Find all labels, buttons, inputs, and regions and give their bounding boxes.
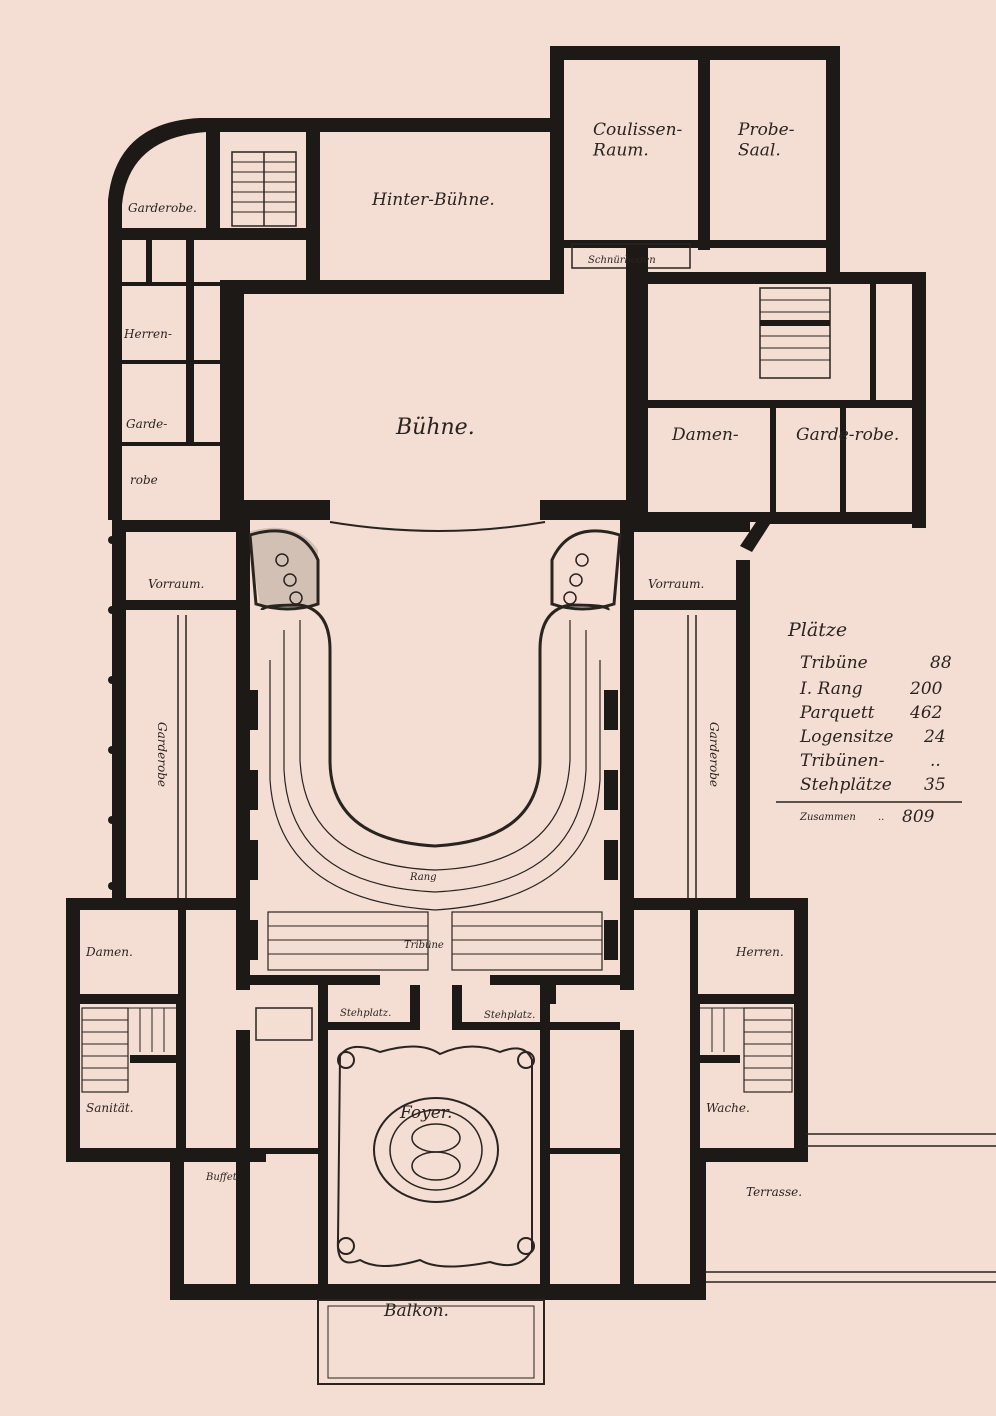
backstage-wing bbox=[550, 46, 840, 294]
legend-value-4: .. bbox=[930, 751, 941, 771]
legend-label-0: Tribüne bbox=[800, 653, 868, 673]
label-rang: Rang bbox=[409, 872, 437, 883]
legend-label-5: Stehplätze bbox=[800, 775, 892, 795]
label-robe-left: robe bbox=[130, 473, 158, 487]
stair-lower-left bbox=[81, 1007, 176, 1093]
legend-label-4: Tribünen- bbox=[800, 751, 885, 771]
label-garderobe-vertical-right: Garderobe bbox=[707, 722, 721, 787]
legend-label-1: I. Rang bbox=[799, 679, 863, 699]
lower-left-wing bbox=[66, 898, 266, 1162]
label-damen-bottom: Damen. bbox=[85, 945, 133, 959]
rear-left-wing bbox=[108, 118, 556, 520]
proscenium-boxes bbox=[248, 527, 622, 611]
label-vorraum-right: Vorraum. bbox=[648, 577, 704, 591]
seat-legend: Plätze Tribüne 88 I. Rang 200 Parquett 4… bbox=[776, 619, 962, 827]
stair-lower-right bbox=[700, 1007, 793, 1093]
label-schnuerboden: Schnürboden bbox=[588, 255, 656, 266]
legend-value-1: 200 bbox=[909, 679, 943, 699]
label-sanitaet: Sanität. bbox=[86, 1101, 134, 1115]
lower-right-wing bbox=[620, 898, 808, 1162]
label-hinter-buehne: Hinter-Bühne. bbox=[371, 190, 495, 210]
label-garderobe-top: Garderobe. bbox=[128, 201, 197, 215]
auditorium-shell bbox=[112, 520, 750, 990]
label-stehplatz-right: Stehplatz. bbox=[484, 1010, 535, 1021]
label-foyer: Foyer. bbox=[399, 1103, 452, 1123]
right-dressing-wing bbox=[640, 272, 926, 552]
label-herren-bottom: Herren. bbox=[735, 945, 784, 959]
standing-areas bbox=[255, 985, 620, 1041]
stage-block bbox=[220, 248, 648, 532]
label-probe-saal: Probe-Saal. bbox=[737, 120, 795, 160]
label-coulissen-raum: Coulissen-Raum. bbox=[592, 120, 683, 160]
label-garde-left: Garde- bbox=[126, 417, 167, 431]
auditorium-seating bbox=[250, 603, 620, 1004]
label-balkon: Balkon. bbox=[383, 1301, 449, 1321]
legend-value-2: 462 bbox=[909, 703, 942, 723]
label-wache: Wache. bbox=[706, 1101, 750, 1115]
stair-rear-right bbox=[759, 287, 831, 379]
legend-value-0: 88 bbox=[930, 653, 952, 673]
label-stehplatz-left: Stehplatz. bbox=[340, 1008, 391, 1019]
label-buehne: Bühne. bbox=[395, 415, 475, 440]
balcony-terrace bbox=[317, 1133, 996, 1385]
label-vorraum-left: Vorraum. bbox=[148, 577, 204, 591]
legend-label-3: Logensitze bbox=[799, 727, 893, 747]
label-tribune: Tribüne bbox=[404, 940, 444, 951]
legend-total-dots: .. bbox=[878, 812, 884, 823]
label-garderobe-vertical-left: Garderobe bbox=[155, 722, 169, 787]
legend-total-label: Zusammen bbox=[799, 812, 856, 823]
legend-value-5: 35 bbox=[924, 775, 946, 795]
legend-label-2: Parquett bbox=[799, 703, 875, 723]
stair-rear-left bbox=[231, 151, 297, 227]
legend-value-3: 24 bbox=[923, 727, 946, 747]
legend-total-value: 809 bbox=[902, 807, 935, 827]
label-buffet: Buffet. bbox=[205, 1172, 240, 1183]
label-terrasse: Terrasse. bbox=[746, 1185, 802, 1199]
label-garderobe-right: Garde-robe. bbox=[796, 425, 899, 445]
label-damen-top: Damen- bbox=[671, 425, 739, 445]
label-herren-left: Herren- bbox=[123, 327, 172, 341]
foyer-block bbox=[170, 1030, 706, 1300]
legend-title: Plätze bbox=[787, 619, 847, 641]
window-markers bbox=[108, 536, 116, 890]
